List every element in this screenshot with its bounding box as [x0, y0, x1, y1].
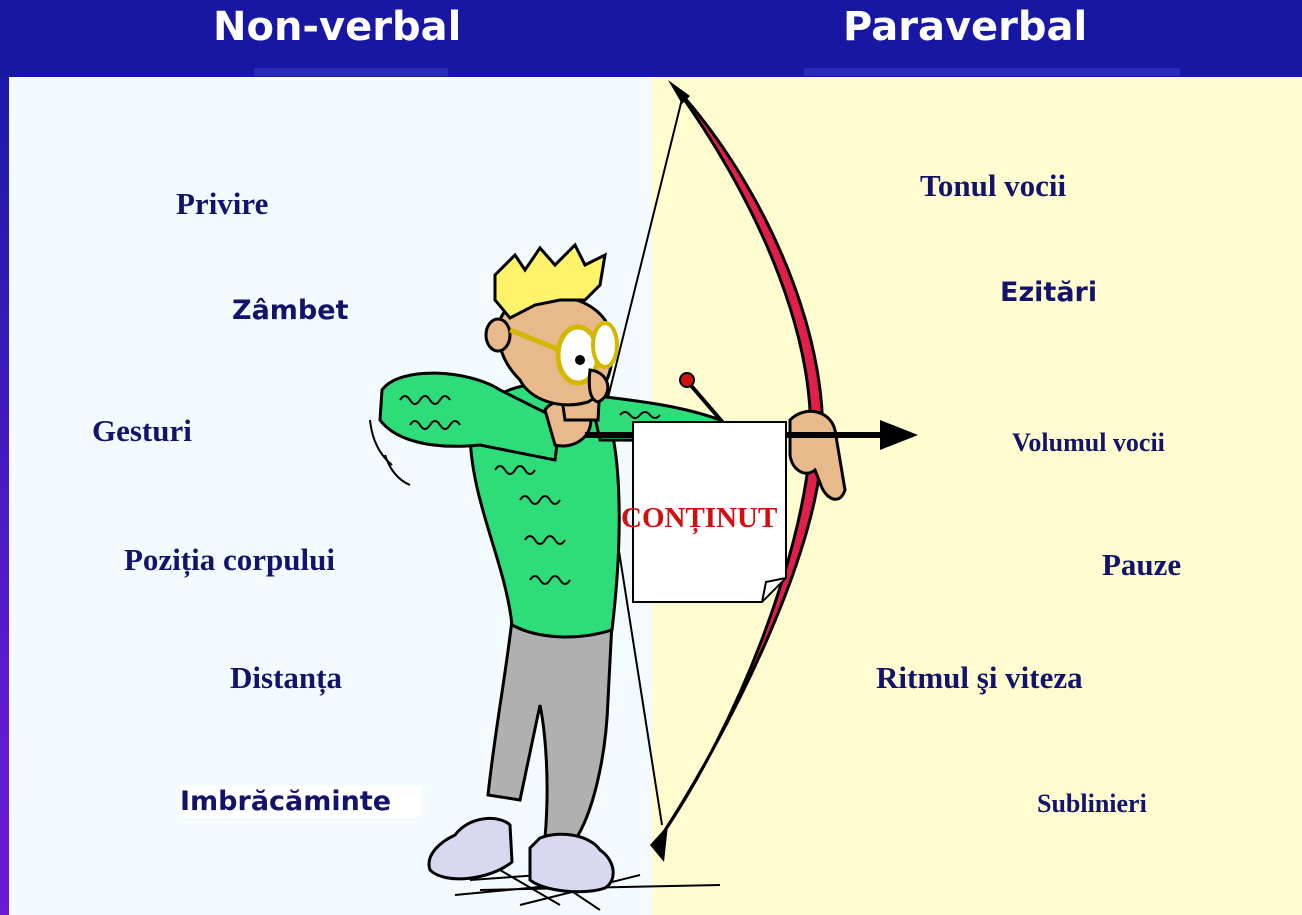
- left-shoe: [427, 816, 514, 881]
- item-imbracaminte: Imbrăcăminte: [180, 786, 422, 817]
- glasses: [509, 321, 619, 386]
- item-ezitari: Ezitări: [1000, 277, 1098, 303]
- right-shoe: [528, 832, 615, 894]
- sweater-pattern: [399, 395, 661, 585]
- item-distanta: Distanța: [230, 660, 342, 695]
- nonverbal-heading: Non-verbal: [213, 4, 462, 50]
- paraverbal-heading-underline: [804, 68, 1180, 76]
- item-gesturi: Gesturi: [92, 413, 192, 448]
- title-bar: Non-verbal Paraverbal: [0, 0, 1302, 77]
- motion-lines: [369, 419, 411, 486]
- eye: [575, 355, 585, 365]
- trousers: [486, 618, 614, 842]
- pin-needle: [686, 380, 727, 427]
- item-ritmul-si-viteza: Ritmul şi viteza: [876, 660, 1083, 695]
- ear: [484, 317, 512, 353]
- left-edge-strip: [0, 77, 9, 915]
- content-note: [632, 421, 787, 603]
- nonverbal-heading-underline: [254, 68, 448, 76]
- nose: [587, 368, 610, 404]
- bow-tip-top: [668, 80, 690, 104]
- bow-tip-bottom: [650, 825, 668, 862]
- item-zambet: Zâmbet: [232, 295, 349, 326]
- hair: [493, 242, 607, 320]
- item-tonul-vocii: Tonul vocii: [920, 168, 1067, 203]
- item-pauze: Pauze: [1102, 547, 1182, 582]
- item-volumul-vocii: Volumul vocii: [1012, 428, 1165, 457]
- item-sublinieri: Sublinieri: [1037, 789, 1147, 818]
- item-pozitia-corpului: Poziția corpului: [124, 542, 335, 577]
- arrow-head: [880, 420, 918, 450]
- content-label: CONȚINUT: [621, 502, 778, 534]
- note-curl: [761, 577, 787, 603]
- item-privire: Privire: [176, 186, 269, 221]
- pin-head: [679, 372, 695, 388]
- paraverbal-heading: Paraverbal: [843, 4, 1088, 50]
